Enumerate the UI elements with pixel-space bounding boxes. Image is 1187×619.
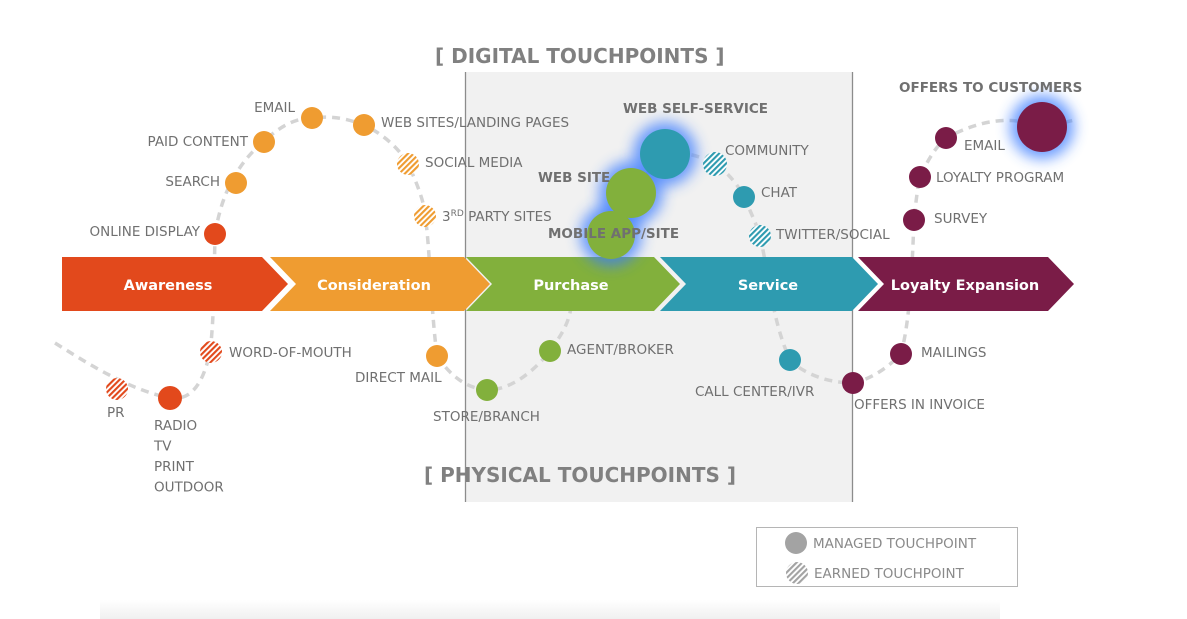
touchpoint-direct-mail-consideration-node[interactable] bbox=[426, 345, 448, 367]
touchpoint-radio-awareness-node[interactable] bbox=[158, 386, 182, 410]
touchpoint-web-self-service-service-label: WEB SELF-SERVICE bbox=[623, 101, 768, 117]
stage-label-loyalty: Loyalty Expansion bbox=[891, 278, 1039, 294]
touchpoint-community-service-node[interactable] bbox=[703, 152, 727, 176]
legend-managed-icon bbox=[785, 532, 807, 554]
legend: MANAGED TOUCHPOINT EARNED TOUCHPOINT bbox=[756, 527, 1018, 587]
touchpoint-agent-broker-purchase-node[interactable] bbox=[539, 340, 561, 362]
touchpoint-twitter-social-service-node[interactable] bbox=[749, 225, 771, 247]
stage-label-service: Service bbox=[738, 278, 798, 294]
stage-arrow-consideration bbox=[270, 257, 490, 311]
touchpoint-loyalty-program-loyalty-node[interactable] bbox=[909, 166, 931, 188]
touchpoint-social-media-consideration-label: SOCIAL MEDIA bbox=[425, 155, 523, 171]
path-segment-awareness bbox=[54, 233, 217, 400]
path-segment-consideration bbox=[213, 115, 439, 357]
touchpoint-email-consideration-node[interactable] bbox=[301, 107, 323, 129]
stage-label-awareness: Awareness bbox=[124, 278, 213, 294]
touchpoint-offers-in-invoice-loyalty-node[interactable] bbox=[842, 372, 864, 394]
touchpoint-nodes bbox=[106, 95, 1074, 410]
legend-managed-label: MANAGED TOUCHPOINT bbox=[813, 536, 977, 552]
stage-arrow-service bbox=[660, 257, 878, 311]
touchpoint-community-service-label: COMMUNITY bbox=[725, 143, 810, 159]
touchpoint-web-self-service-service-node[interactable] bbox=[640, 129, 690, 179]
touchpoint-online-display-awareness-node[interactable] bbox=[204, 223, 226, 245]
path-segment-purchase-physical bbox=[435, 299, 574, 392]
touchpoint-3rd-party-sites-consideration-label: 3RD PARTY SITES bbox=[442, 209, 552, 225]
touchpoint-search-consideration-node[interactable] bbox=[225, 172, 247, 194]
touchpoint-word-of-mouth-awareness-node[interactable] bbox=[200, 341, 222, 363]
touchpoint-twitter-social-service-label: TWITTER/SOCIAL bbox=[775, 227, 890, 243]
touchpoint-offers-to-customers-loyalty-node[interactable] bbox=[1017, 102, 1067, 152]
touchpoint-offers-in-invoice-loyalty-label: OFFERS IN INVOICE bbox=[854, 397, 985, 413]
stage-arrow-purchase bbox=[466, 257, 680, 311]
touchpoint-email-loyalty-node[interactable] bbox=[935, 127, 957, 149]
touchpoint-web-sites-landing-pages-consideration-node[interactable] bbox=[353, 114, 375, 136]
touchpoint-store-branch-purchase-node[interactable] bbox=[476, 379, 498, 401]
legend-earned-icon bbox=[786, 562, 808, 584]
touchpoint-mailings-loyalty-node[interactable] bbox=[890, 343, 912, 365]
touchpoint-web-site-purchase-node[interactable] bbox=[606, 168, 656, 218]
touchpoint-mailings-loyalty-label: MAILINGS bbox=[921, 345, 987, 361]
stage-arrows: Awareness Consideration Purchase Service… bbox=[62, 257, 1074, 311]
touchpoint-search-consideration-label: SEARCH bbox=[165, 174, 220, 190]
touchpoint-mobile-app-site-purchase-label: MOBILE APP/SITE bbox=[548, 226, 679, 242]
touchpoint-online-display-awareness-label: ONLINE DISPLAY bbox=[90, 224, 201, 240]
touchpoint-word-of-mouth-awareness-label: WORD-OF-MOUTH bbox=[229, 345, 352, 361]
legend-earned-hatch bbox=[786, 562, 808, 584]
touchpoint-paid-content-consideration-label: PAID CONTENT bbox=[148, 134, 249, 150]
touchpoint-direct-mail-consideration-label: DIRECT MAIL bbox=[355, 370, 442, 386]
touchpoint-3rd-party-sites-consideration-node[interactable] bbox=[414, 205, 436, 227]
touchpoint-store-branch-purchase-label: STORE/BRANCH bbox=[433, 409, 540, 425]
stage-arrow-loyalty bbox=[858, 257, 1074, 311]
touchpoint-chat-service-label: CHAT bbox=[761, 185, 798, 201]
touchpoint-labels: ONLINE DISPLAY SEARCH PAID CONTENT EMAIL WEB… bbox=[90, 80, 1083, 496]
touchpoint-web-site-purchase-label: WEB SITE bbox=[538, 170, 610, 186]
digital-touchpoints-heading: [ DIGITAL TOUCHPOINTS ] bbox=[435, 44, 725, 68]
touchpoint-survey-loyalty-node[interactable] bbox=[903, 209, 925, 231]
stage-arrow-awareness bbox=[62, 257, 288, 311]
touchpoint-web-sites-landing-pages-consideration-label: WEB SITES/LANDING PAGES bbox=[381, 115, 569, 131]
touchpoint-offers-to-customers-loyalty-label: OFFERS TO CUSTOMERS bbox=[899, 80, 1082, 96]
floor-shadow bbox=[100, 600, 1000, 619]
touchpoint-mobile-app-site-purchase-node[interactable] bbox=[587, 211, 635, 259]
stage-label-purchase: Purchase bbox=[533, 278, 608, 294]
touchpoint-survey-loyalty-label: SURVEY bbox=[934, 211, 988, 227]
touchpoint-social-media-consideration-node[interactable] bbox=[397, 153, 419, 175]
touchpoint-loyalty-program-loyalty-label: LOYALTY PROGRAM bbox=[936, 170, 1064, 186]
touchpoint-chat-service-node[interactable] bbox=[733, 186, 755, 208]
touchpoint-email-loyalty-label: EMAIL bbox=[964, 138, 1005, 154]
touchpoint-paid-content-consideration-node[interactable] bbox=[253, 131, 275, 153]
stage-label-consideration: Consideration bbox=[317, 278, 431, 294]
touchpoint-call-center-ivr-service-label: CALL CENTER/IVR bbox=[695, 384, 814, 400]
legend-earned-label: EARNED TOUCHPOINT bbox=[814, 566, 965, 582]
touchpoint-call-center-ivr-service-node[interactable] bbox=[779, 349, 801, 371]
touchpoint-pr-awareness-label: PR bbox=[107, 405, 125, 421]
touchpoint-agent-broker-purchase-label: AGENT/BROKER bbox=[567, 342, 674, 358]
touchpoint-email-consideration-label: EMAIL bbox=[254, 100, 295, 116]
physical-touchpoints-heading: [ PHYSICAL TOUCHPOINTS ] bbox=[424, 463, 736, 487]
touchpoint-pr-awareness-node[interactable] bbox=[106, 378, 128, 400]
